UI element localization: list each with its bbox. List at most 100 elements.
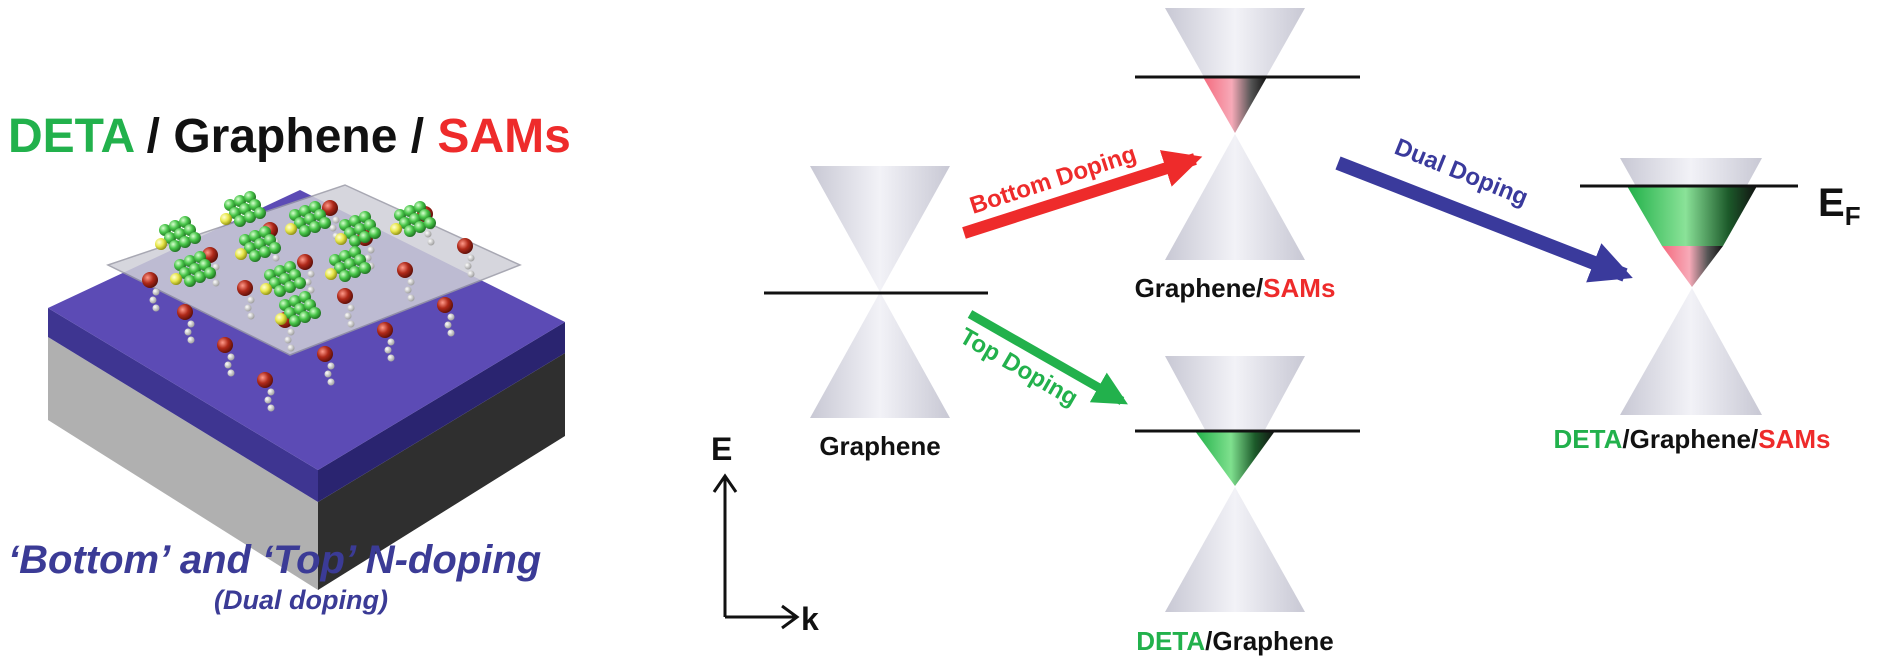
deta-atom — [289, 315, 301, 327]
sam-tail-atom — [384, 346, 392, 354]
sam-tail-atom — [187, 320, 195, 328]
sam-tail-atom — [287, 328, 295, 336]
sam-tail-atom — [149, 296, 157, 304]
deta-atom — [319, 217, 331, 229]
deta-atom — [254, 207, 266, 219]
sam-tail-atom — [447, 329, 455, 337]
sam-tail-atom — [387, 354, 395, 362]
valence-cone — [1620, 288, 1762, 415]
deta-atom — [414, 221, 426, 233]
sam-tail-atom — [187, 336, 195, 344]
base-side-face — [318, 353, 565, 590]
sam-tail-atom — [267, 388, 275, 396]
sam-tail-atom — [272, 254, 280, 262]
sam-tail-atom — [212, 279, 220, 287]
sam-head-atom — [397, 262, 413, 278]
sam-tail-atom — [247, 296, 255, 304]
valence-cone — [1165, 134, 1305, 260]
sam-tail-atom — [467, 254, 475, 262]
sam-head-atom — [337, 288, 353, 304]
deta-nitrogen-atom — [235, 248, 247, 260]
sam-tail-atom — [407, 294, 415, 302]
deta-atom — [369, 227, 381, 239]
sam-tail-atom — [267, 404, 275, 412]
deta-nitrogen-atom — [155, 238, 167, 250]
deta-atom — [244, 211, 256, 223]
deta-nitrogen-atom — [170, 273, 182, 285]
sam-head-atom — [237, 280, 253, 296]
caption-main: ‘Bottom’ and ‘Top’ N-doping — [8, 538, 541, 582]
deta-atom — [424, 217, 436, 229]
sam-tail-atom — [444, 321, 452, 329]
sam-tail-atom — [247, 312, 255, 320]
sam-tail-atom — [424, 230, 432, 238]
sam-tail-atom — [227, 369, 235, 377]
electron-doped-region — [1627, 186, 1757, 246]
sam-head-atom — [437, 297, 453, 313]
sam-tail-atom — [347, 320, 355, 328]
fermi-level-label: EF — [1818, 181, 1861, 231]
sam-tail-atom — [344, 312, 352, 320]
arrow-top-doping: Top Doping — [955, 310, 1128, 412]
dielectric-front — [48, 308, 318, 502]
sam-tail-atom — [287, 344, 295, 352]
sam-tail-atom — [327, 378, 335, 386]
valence-cone — [810, 292, 950, 418]
caption-sub: (Dual doping) — [214, 585, 388, 615]
sam-tail-atom — [244, 304, 252, 312]
top-doping-arrow — [967, 310, 1128, 405]
deta-atom — [284, 281, 296, 293]
deta-atom — [299, 225, 311, 237]
conduction-cone — [810, 166, 950, 292]
deta-atom — [359, 262, 371, 274]
deta-nitrogen-atom — [275, 313, 287, 325]
sam-head-atom — [457, 238, 473, 254]
k-axis-label: k — [801, 601, 819, 637]
e-k-axes: E k — [711, 431, 819, 637]
deta-atom — [269, 242, 281, 254]
deta-nitrogen-atom — [325, 268, 337, 280]
sam-tail-atom — [212, 263, 220, 271]
deta-atom — [259, 246, 271, 258]
sam-tail-atom — [464, 262, 472, 270]
bottom-doping-arrow — [962, 150, 1203, 239]
sam-head-atom — [142, 272, 158, 288]
sam-tail-atom — [304, 278, 312, 286]
sam-tail-atom — [307, 270, 315, 278]
dual-doping-arrow — [1335, 156, 1633, 283]
sam-tail-atom — [329, 224, 337, 232]
base-front-face — [48, 337, 318, 590]
deta-atom — [294, 277, 306, 289]
panel-graphene-sams: Graphene/SAMs — [1135, 8, 1360, 303]
deta-atom — [404, 225, 416, 237]
deta-nitrogen-atom — [285, 223, 297, 235]
sam-tail-atom — [152, 304, 160, 312]
panel-deta-graphene: DETA/Graphene — [1135, 356, 1360, 656]
sam-tail-atom — [387, 338, 395, 346]
deta-atom — [169, 240, 181, 252]
sam-tail-atom — [227, 353, 235, 361]
sam-tail-atom — [407, 278, 415, 286]
deta-atom — [234, 215, 246, 227]
figure-title: DETA / Graphene / SAMs — [8, 110, 571, 163]
hole-doped-region — [1203, 77, 1267, 133]
deta-nitrogen-atom — [220, 213, 232, 225]
deta-atom — [194, 271, 206, 283]
deta-atom — [249, 250, 261, 262]
deta-atom — [349, 235, 361, 247]
arrow-bottom-doping: Bottom Doping — [962, 140, 1203, 239]
sam-tail-atom — [427, 238, 435, 246]
sam-tail-atom — [404, 286, 412, 294]
sam-tail-atom — [332, 216, 340, 224]
deta-nitrogen-atom — [260, 283, 272, 295]
sam-tail-atom — [152, 288, 160, 296]
panel-graphene: Graphene — [764, 166, 988, 461]
hole-doped-region — [1662, 246, 1723, 287]
energy-axis-arrowhead — [712, 473, 738, 493]
molecule-layer — [142, 191, 475, 412]
deta-atom — [299, 311, 311, 323]
sam-tail-atom — [184, 328, 192, 336]
panel-deta-label: DETA/Graphene — [1136, 626, 1333, 656]
sam-tail-atom — [447, 313, 455, 321]
